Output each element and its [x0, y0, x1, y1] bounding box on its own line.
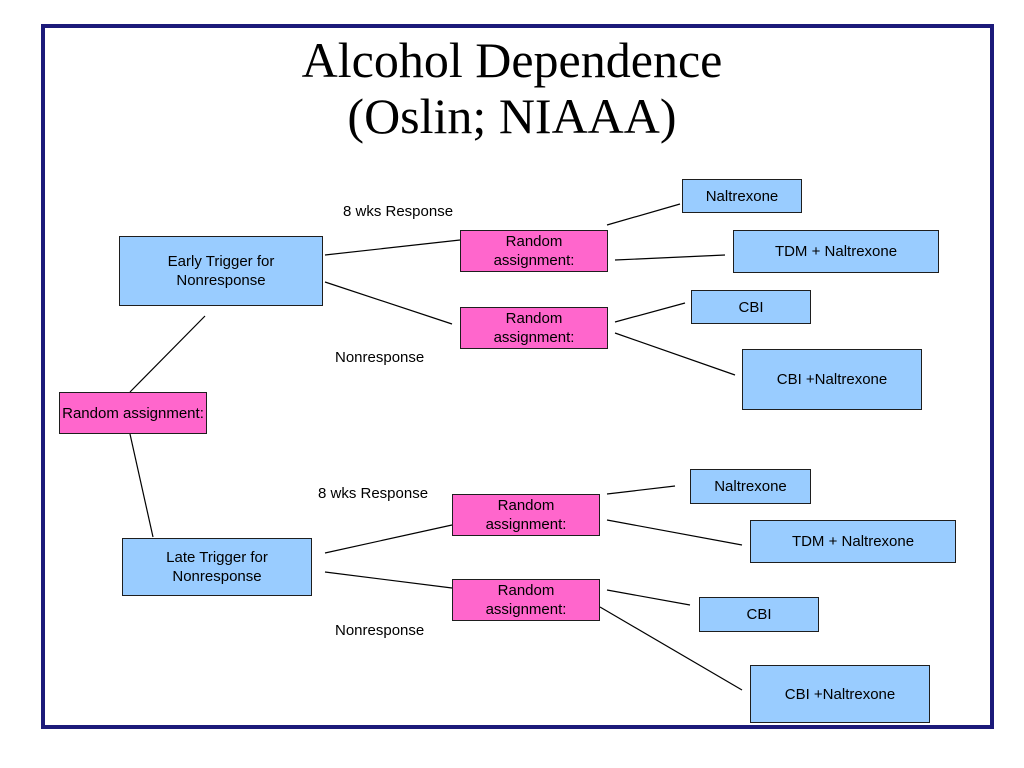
edge-late-nonresponse-opt2	[599, 606, 743, 691]
edge-late-nonresponse-opt1	[606, 589, 691, 606]
early-nonresponse-edge-label: Nonresponse	[335, 349, 425, 366]
late-nonresponse-cbi-box: CBI	[699, 597, 819, 632]
late-response-random-assignment-label: Random assignment:	[485, 497, 567, 533]
early-response-naltrexone-label: Naltrexone	[705, 187, 779, 205]
edge-early-response	[324, 239, 461, 256]
late-nonresponse-cbi-naltrexone-box: CBI +Naltrexone	[750, 665, 930, 723]
title-line-1: Alcohol Dependence	[301, 32, 723, 88]
early-nonresponse-random-assignment-label: Random assignment:	[493, 310, 575, 346]
early-trigger-label: Early Trigger for Nonresponse	[167, 253, 275, 289]
edge-late-response	[324, 524, 453, 554]
edge-root-early	[129, 315, 206, 393]
edge-early-response-opt2	[614, 254, 726, 261]
late-response-tdm-naltrexone-label: TDM + Naltrexone	[791, 533, 915, 550]
late-trigger-box: Late Trigger for Nonresponse	[122, 538, 312, 596]
late-response-naltrexone-label: Naltrexone	[714, 478, 787, 495]
early-response-edge-label: 8 wks Response	[343, 203, 454, 220]
early-nonresponse-cbi-box: CBI	[691, 290, 811, 324]
early-nonresponse-random-assignment-box: Random assignment:	[460, 307, 608, 349]
early-response-naltrexone-box: Naltrexone	[682, 179, 802, 213]
edge-early-nonresponse-opt1	[614, 302, 686, 323]
late-response-tdm-naltrexone-box: TDM + Naltrexone	[750, 520, 956, 563]
early-nonresponse-cbi-label: CBI	[738, 298, 764, 316]
late-response-naltrexone-box: Naltrexone	[690, 469, 811, 504]
early-nonresponse-cbi-naltrexone-box: CBI +Naltrexone	[742, 349, 922, 410]
early-response-random-assignment-label: Random assignment:	[493, 233, 575, 269]
early-trigger-box: Early Trigger for Nonresponse	[119, 236, 323, 306]
edge-late-response-opt1	[606, 485, 676, 495]
edge-late-response-opt2	[606, 519, 743, 546]
early-response-tdm-naltrexone-box: TDM + Naltrexone	[733, 230, 939, 273]
slide-title: Alcohol Dependence (Oslin; NIAAA)	[0, 32, 1024, 144]
edge-early-nonresponse-opt2	[614, 332, 736, 376]
edge-early-nonresponse	[324, 281, 453, 325]
early-response-tdm-naltrexone-label: TDM + Naltrexone	[774, 243, 898, 260]
late-trigger-label: Late Trigger for Nonresponse	[166, 549, 268, 585]
late-nonresponse-edge-label: Nonresponse	[335, 622, 425, 639]
late-response-edge-label: 8 wks Response	[318, 485, 429, 502]
early-nonresponse-cbi-naltrexone-label: CBI +Naltrexone	[776, 371, 888, 388]
late-nonresponse-cbi-label: CBI	[746, 606, 772, 623]
edge-late-nonresponse	[324, 571, 453, 589]
late-nonresponse-random-assignment-label: Random assignment:	[485, 582, 567, 618]
late-nonresponse-random-assignment-box: Random assignment:	[452, 579, 600, 621]
edge-root-late	[129, 433, 154, 538]
late-nonresponse-cbi-naltrexone-label: CBI +Naltrexone	[784, 685, 896, 703]
late-response-random-assignment-box: Random assignment:	[452, 494, 600, 536]
title-line-2: (Oslin; NIAAA)	[347, 88, 677, 144]
root-random-assignment-box: Random assignment:	[59, 392, 207, 434]
root-random-assignment-label: Random assignment:	[62, 404, 204, 422]
edge-early-response-opt1	[606, 203, 681, 226]
early-response-random-assignment-box: Random assignment:	[460, 230, 608, 272]
